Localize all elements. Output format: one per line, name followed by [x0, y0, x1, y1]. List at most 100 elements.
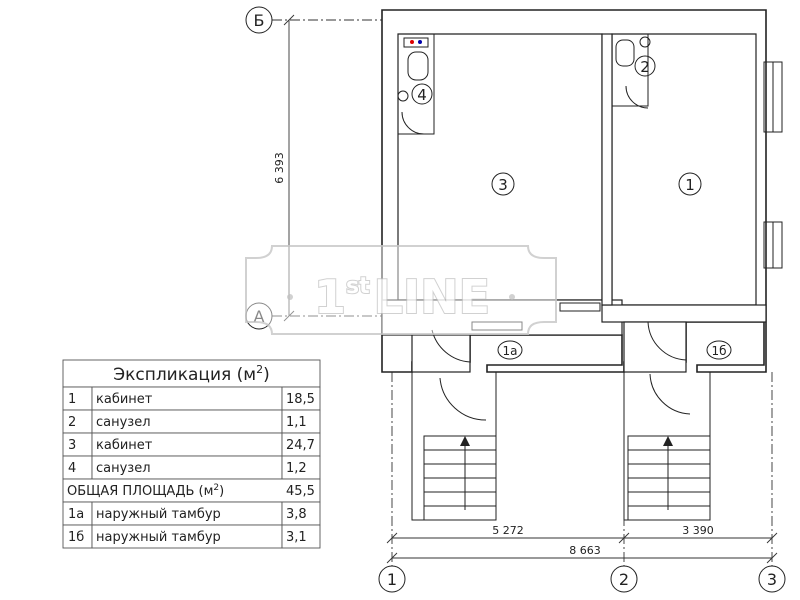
dim-text-overall: 8 663 [569, 544, 601, 557]
row-name: санузел [96, 461, 151, 476]
room-tag-4 [411, 83, 433, 105]
watermark-logo: 1stLINE [245, 245, 557, 335]
partition-wall [601, 33, 613, 306]
row-area: 3,8 [286, 507, 307, 522]
dim-tick [283, 14, 295, 26]
room-tag-1 [678, 172, 702, 196]
toilet-icon [615, 39, 635, 67]
axis-bubble-b [245, 6, 273, 34]
table-header [62, 359, 321, 388]
vestibule-1a [411, 334, 471, 373]
row-name: санузел [96, 415, 151, 430]
dim-text-2-3: 3 390 [682, 524, 714, 537]
toilet-icon [407, 51, 429, 81]
table-row: 2 санузел 1,1 [62, 409, 321, 434]
table-total-row: ОБЩАЯ ПЛОЩАДЬ (м2) 45,5 [62, 478, 321, 503]
explication-table: Экспликация (м2) 1 кабинет 18,5 2 санузел 1,1 3… [62, 359, 321, 549]
row-number: 1а [68, 507, 84, 522]
axis-label-a: А [254, 307, 265, 326]
svg-text:2: 2 [640, 58, 650, 76]
corridor-right [601, 304, 767, 323]
door-swing [649, 373, 691, 415]
row-name: наружный тамбур [96, 530, 221, 545]
row-number: 1б [68, 530, 84, 545]
room-tag-3 [491, 172, 515, 196]
room-1-floor [611, 33, 757, 306]
axis-bubble-2 [610, 565, 638, 593]
hot-tap-icon [410, 40, 414, 44]
svg-text:1: 1 [685, 176, 695, 194]
svg-text:4: 4 [417, 86, 427, 104]
door-swing [647, 321, 687, 361]
table-title: Экспликация (м2) [113, 363, 270, 385]
axis-label-b: Б [254, 11, 265, 30]
row-name: кабинет [96, 438, 153, 453]
dim-text-vertical: 6 393 [273, 152, 286, 184]
window-inner [471, 321, 523, 331]
axis-label-3: 3 [767, 570, 777, 589]
corridor-left [381, 299, 623, 336]
row-name: кабинет [96, 392, 153, 407]
svg-text:1б: 1б [711, 344, 726, 358]
room-tags: 3 1 2 4 1а 1б [411, 55, 732, 360]
row-number: 2 [68, 415, 76, 430]
row-area: 1,1 [286, 415, 307, 430]
row-area: 24,7 [286, 438, 315, 453]
watermark-text: 1stLINE [314, 270, 490, 324]
dim-tick [283, 310, 295, 322]
dim-tick [618, 532, 630, 544]
room-tag-1b [706, 340, 732, 360]
row-area: 18,5 [286, 392, 315, 407]
row-area: 45,5 [286, 484, 315, 499]
table-row: 3 кабинет 24,7 [62, 432, 321, 457]
door-swing [439, 377, 487, 421]
building-walls [381, 9, 767, 373]
row-area: 3,1 [286, 530, 307, 545]
cold-tap-icon [418, 40, 422, 44]
axis-label-2: 2 [619, 570, 629, 589]
vestibule-1b [623, 321, 687, 373]
dim-tick [766, 552, 778, 564]
dim-tick [766, 532, 778, 544]
windows [471, 61, 783, 331]
row-name: наружный тамбур [96, 507, 221, 522]
sanitary-fixtures [397, 33, 651, 135]
drain-icon [397, 90, 409, 102]
door-swing [401, 111, 425, 135]
room-tag-2 [634, 55, 656, 77]
door-swing [431, 329, 471, 363]
row-area: 1,2 [286, 461, 307, 476]
watermark-dot [287, 294, 293, 300]
room-2-outline [611, 33, 649, 107]
dim-tick [386, 552, 398, 564]
porch-left [411, 372, 497, 521]
watermark-dot [509, 294, 515, 300]
dimension-lines: 6 393 5 272 3 390 8 663 [273, 14, 778, 564]
window-inner [559, 302, 601, 312]
table-row: 4 санузел 1,2 [62, 455, 321, 480]
table-row: 1 кабинет 18,5 [62, 386, 321, 411]
axis-label-1: 1 [387, 570, 397, 589]
table-row: 1а наружный тамбур 3,8 [62, 501, 321, 526]
arrow-up-icon [663, 436, 673, 446]
doors [431, 321, 691, 421]
svg-text:3: 3 [498, 176, 508, 194]
row-number: 1 [68, 392, 76, 407]
porches [411, 371, 764, 521]
row-number: 4 [68, 461, 76, 476]
svg-text:1а: 1а [503, 344, 518, 358]
arrow-up-icon [460, 436, 470, 446]
table-row: 1б наружный тамбур 3,1 [62, 524, 321, 549]
door-swing [625, 85, 649, 109]
dim-text-1-2: 5 272 [492, 524, 524, 537]
total-label: ОБЩАЯ ПЛОЩАДЬ (м2) [67, 483, 224, 499]
row-number: 3 [68, 438, 76, 453]
sink [403, 37, 429, 48]
axis-bubble-3 [758, 565, 786, 593]
axis-bubble-1 [378, 565, 406, 593]
watermark-frame [245, 245, 557, 335]
room-4-outline [397, 33, 435, 135]
dim-tick [386, 532, 398, 544]
drain-icon [639, 36, 651, 48]
